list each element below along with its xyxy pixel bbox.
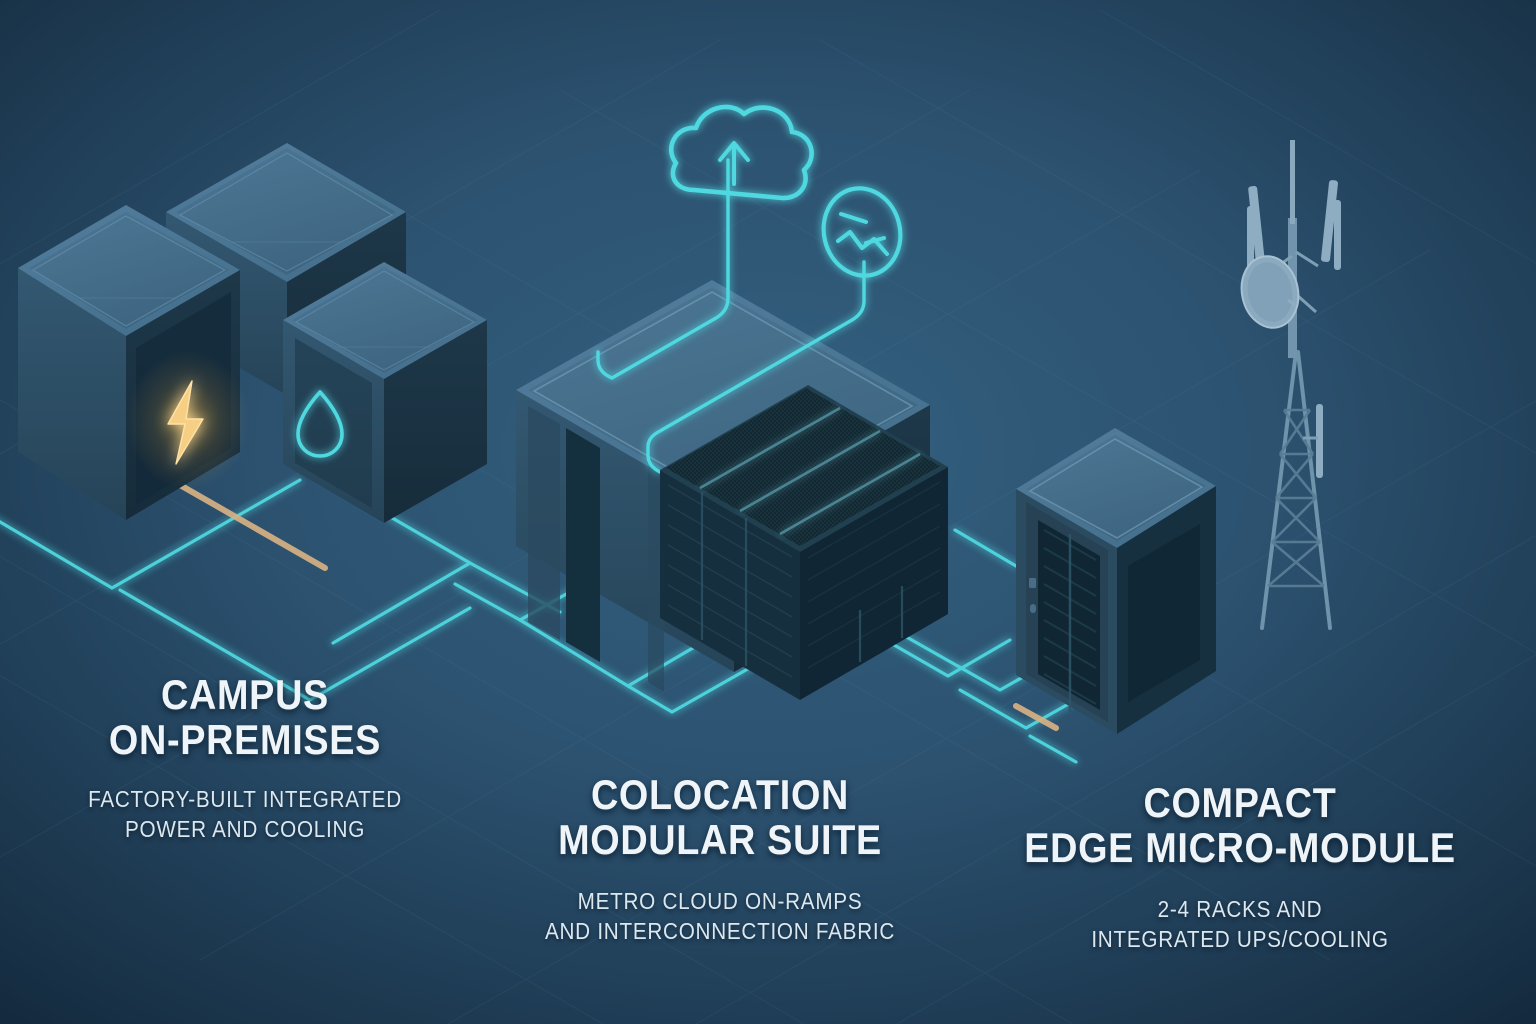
- sector-antennas: [1247, 180, 1341, 478]
- edge-micro-module-cabinet: [1016, 428, 1216, 734]
- campus-power-line: [177, 482, 328, 571]
- dish-antenna: [1240, 255, 1300, 329]
- rack-side-rows: [807, 481, 941, 669]
- colocation-modular-suite-group: [453, 104, 1062, 714]
- rack-dividers: [700, 492, 904, 666]
- lightning-bolt-icon: [167, 380, 204, 465]
- campus-box-power: [18, 205, 250, 520]
- campus-on-premises-group: [0, 143, 562, 702]
- coloc-top-links: [596, 158, 866, 474]
- edge-conduits: [953, 528, 1078, 764]
- rack-top-rails: [699, 406, 921, 536]
- cloud-upload-icon: [669, 104, 814, 201]
- coloc-container-front: [660, 385, 948, 700]
- status-indicators: [1029, 578, 1036, 613]
- edge-power-line: [1013, 703, 1059, 731]
- rack-front-rows: [667, 484, 793, 678]
- cell-tower-icon: [1240, 140, 1341, 630]
- compact-edge-micro-module-group: [953, 140, 1341, 764]
- water-drop-icon: [296, 390, 344, 458]
- interconnect-fabric-icon: [821, 186, 903, 278]
- campus-box-cooling: [283, 262, 487, 523]
